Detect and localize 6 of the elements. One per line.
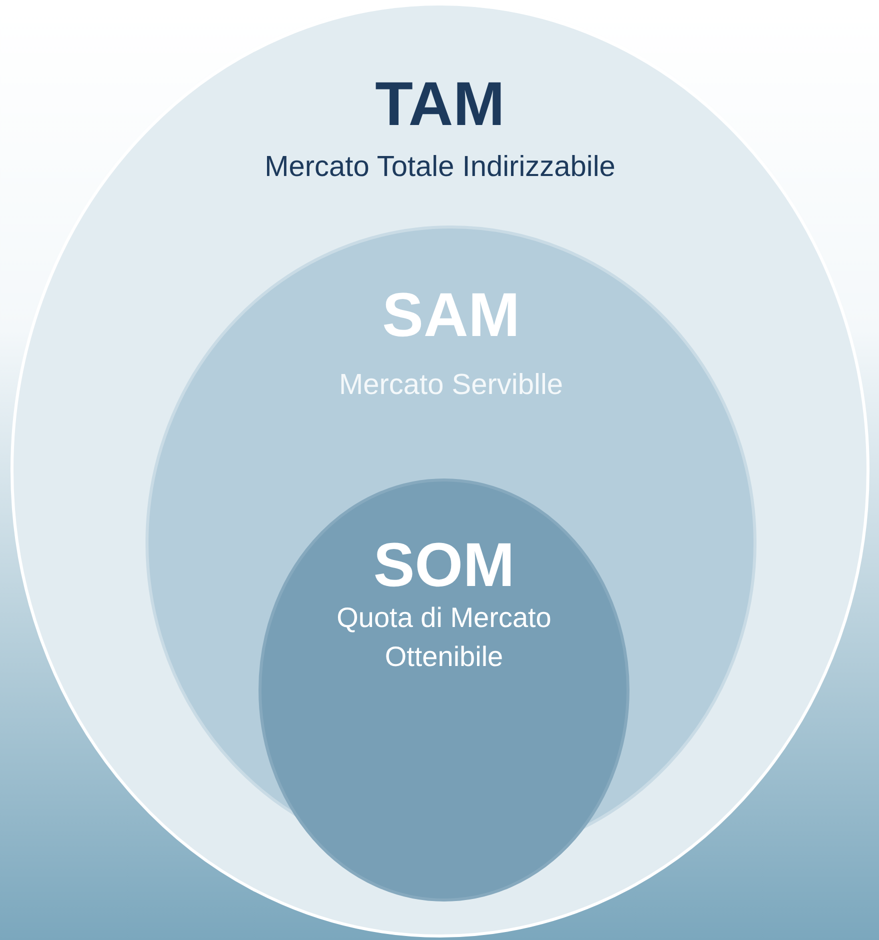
tam-heading: TAM [375,70,505,139]
tam-description: Mercato Totale Indirizzabile [264,151,616,183]
som-heading: SOM [373,531,515,600]
sam-heading: SAM [382,281,520,350]
sam-description: Mercato Serviblle [338,369,564,401]
som-description: Quota di Mercato Ottenibile [336,602,552,672]
